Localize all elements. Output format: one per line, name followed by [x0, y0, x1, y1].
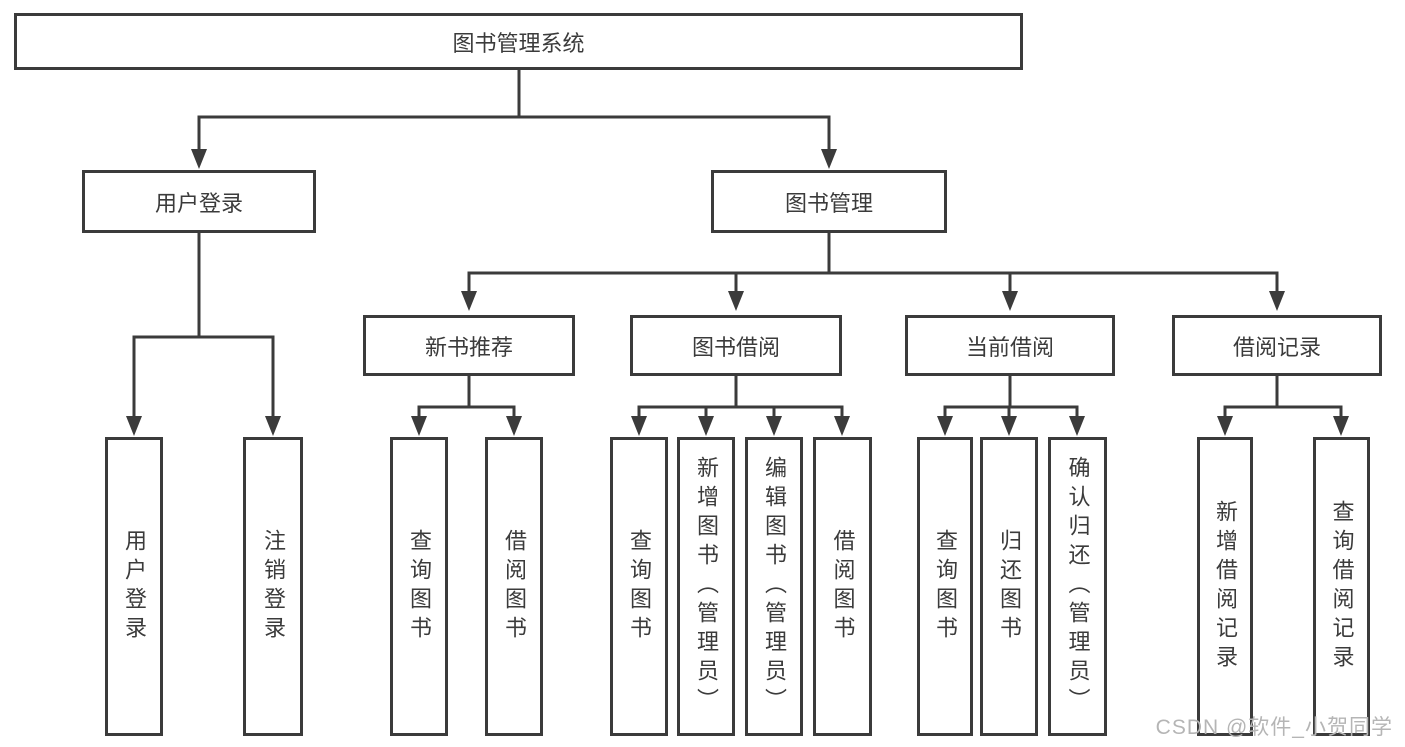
- connector-book-management-children: [461, 231, 1285, 311]
- leaf-confirm-return-admin: 确认归还（管理员）: [1048, 437, 1107, 736]
- leaf-label: 编辑图书（管理员）: [762, 456, 787, 717]
- csdn-watermark: CSDN @软件_小贺同学: [1155, 716, 1393, 739]
- leaf-label: 查询图书: [627, 528, 652, 645]
- connector-user-login-children: [126, 231, 281, 436]
- leaf-label: 借阅图书: [830, 528, 856, 645]
- leaf-label: 用户登录: [122, 528, 147, 645]
- leaf-label: 新增图书（管理员）: [694, 456, 719, 717]
- node-book-borrow: 图书借阅: [630, 315, 842, 376]
- leaf-label: 查询图书: [407, 528, 432, 645]
- connector-book-borrow-children: [631, 374, 850, 436]
- leaf-label: 借阅图书: [502, 528, 527, 645]
- leaf-return-book: 归还图书: [980, 437, 1038, 736]
- leaf-label: 注销登录: [261, 528, 286, 645]
- leaf-borrow-books-recommend: 借阅图书: [485, 437, 543, 736]
- leaf-label: 查询借阅记录: [1329, 499, 1355, 674]
- node-new-book-recommend: 新书推荐: [363, 315, 575, 376]
- node-library-management-system: 图书管理系统: [14, 13, 1023, 70]
- node-user-login: 用户登录: [82, 170, 316, 233]
- connector-current-borrow-children: [937, 374, 1085, 436]
- leaf-add-borrow-record: 新增借阅记录: [1197, 437, 1253, 736]
- node-book-management: 图书管理: [711, 170, 947, 233]
- leaf-label: 确认归还（管理员）: [1065, 456, 1091, 717]
- leaf-query-books-borrow: 查询图书: [610, 437, 668, 736]
- leaf-query-books-recommend: 查询图书: [390, 437, 448, 736]
- leaf-label: 查询图书: [933, 528, 958, 645]
- leaf-user-login: 用户登录: [105, 437, 163, 736]
- leaf-label: 归还图书: [997, 528, 1022, 645]
- leaf-logout: 注销登录: [243, 437, 303, 736]
- leaf-query-books-current: 查询图书: [917, 437, 973, 736]
- connector-borrow-records-children: [1217, 374, 1349, 436]
- connector-new-book-recommend-children: [411, 374, 522, 436]
- leaf-query-borrow-record: 查询借阅记录: [1313, 437, 1370, 736]
- leaf-borrow-books: 借阅图书: [813, 437, 872, 736]
- node-current-borrow: 当前借阅: [905, 315, 1115, 376]
- leaf-add-book-admin: 新增图书（管理员）: [677, 437, 735, 736]
- node-borrow-records: 借阅记录: [1172, 315, 1382, 376]
- leaf-edit-book-admin: 编辑图书（管理员）: [745, 437, 803, 736]
- leaf-label: 新增借阅记录: [1213, 499, 1238, 674]
- connector-root-to-level2: [191, 68, 837, 169]
